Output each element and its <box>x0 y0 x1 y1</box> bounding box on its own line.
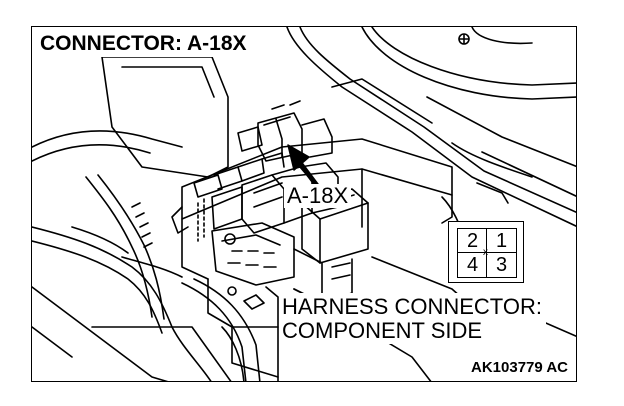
figure-code: AK103779 AC <box>469 359 570 376</box>
pin-grid: 2 1 4 3 <box>457 228 517 278</box>
harness-label-line1: HARNESS CONNECTOR: <box>282 294 542 319</box>
background-structure <box>286 27 576 242</box>
connector-pinout-diagram: 2 1 4 3 x <box>448 221 524 283</box>
engine-bay-illustration <box>32 27 576 381</box>
harness-connector-label: HARNESS CONNECTOR: COMPONENT SIDE <box>280 293 546 345</box>
connector-figure: CONNECTOR: A-18X A-18X 2 1 4 3 x HARNESS… <box>31 26 577 382</box>
harness-label-line2: COMPONENT SIDE <box>282 317 483 343</box>
pin-bottom-left: 4 <box>457 252 488 278</box>
left-cabling <box>32 56 261 381</box>
connector-title: CONNECTOR: A-18X <box>38 31 251 57</box>
connector-callout-label: A-18X <box>284 184 352 208</box>
callout-arrow <box>287 144 321 190</box>
fuse-block <box>171 100 453 381</box>
pin-center-mark: x <box>483 247 488 258</box>
pin-top-right: 1 <box>486 228 517 254</box>
pin-bottom-right: 3 <box>486 252 517 278</box>
